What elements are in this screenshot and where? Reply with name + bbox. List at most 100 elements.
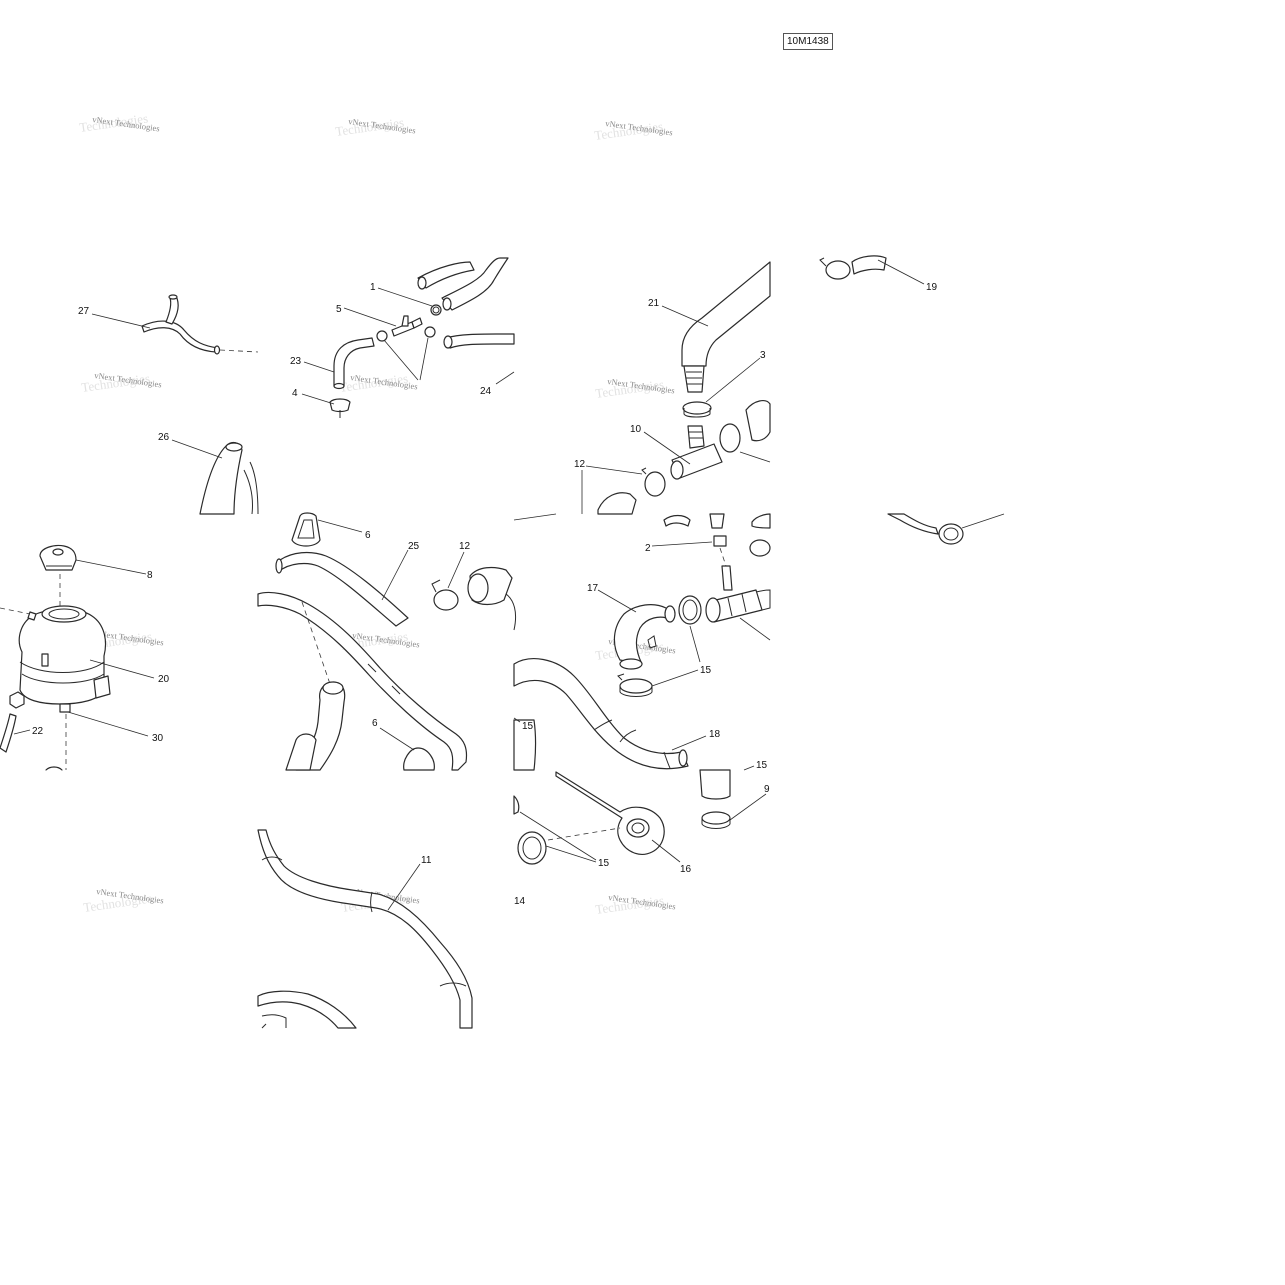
assembly-line — [719, 547, 727, 567]
hose-18 — [513, 658, 689, 770]
clamp-15-upper — [678, 595, 702, 625]
callout-9: 9 — [764, 784, 770, 795]
callout-leader — [661, 305, 709, 327]
hose-12-end — [597, 492, 637, 515]
callout-leader — [301, 393, 335, 405]
callout-20: 20 — [158, 674, 170, 685]
hose-16 — [555, 771, 665, 855]
clamp-5 — [376, 326, 436, 342]
clamp-3 — [682, 401, 712, 418]
callout-leader — [519, 811, 597, 863]
tee-fitting-5 — [391, 315, 423, 337]
callout-leader — [343, 307, 397, 327]
callout-leader — [89, 659, 155, 679]
callout-25: 25 — [408, 541, 420, 552]
fitting-2 — [713, 535, 727, 547]
callout-leader — [651, 541, 713, 547]
hose-bottom-center — [257, 990, 357, 1029]
callout-15-left: 15 — [522, 721, 534, 732]
callout-leader — [671, 735, 707, 751]
coolant-reservoir-20 — [18, 605, 111, 713]
callout-8: 8 — [147, 570, 153, 581]
diagram-reference-code: 10M1438 — [783, 33, 833, 50]
callout-12-mid: 12 — [459, 541, 471, 552]
callout-30: 30 — [152, 733, 164, 744]
assembly-line — [0, 607, 31, 615]
clamp-12-mid — [431, 566, 517, 631]
callout-15-mid: 15 — [700, 665, 712, 676]
callout-16: 16 — [680, 864, 692, 875]
assembly-line — [547, 827, 621, 841]
clamp-15-bottom — [513, 795, 547, 865]
callout-12-upper: 12 — [574, 459, 586, 470]
hose-joint-right — [719, 400, 771, 463]
callout-leader — [317, 519, 363, 533]
assembly-line — [301, 601, 331, 685]
callout-leader — [383, 337, 429, 381]
seal-6-lower — [403, 747, 435, 771]
callout-18: 18 — [709, 729, 721, 740]
callout-26: 26 — [158, 432, 170, 443]
assembly-line — [219, 349, 259, 353]
callout-14: 14 — [514, 896, 526, 907]
tee-right — [705, 565, 771, 623]
callout-leader — [379, 727, 415, 751]
callout-leader — [381, 549, 409, 601]
callout-leader — [689, 625, 701, 663]
tee-10 — [670, 425, 723, 480]
hose-22 — [0, 713, 17, 753]
seal-6-upper — [291, 512, 321, 547]
callout-leader — [75, 559, 147, 575]
callout-leader — [597, 589, 637, 613]
clamp-1 — [430, 304, 442, 316]
callout-leader — [447, 551, 465, 589]
callout-leader — [651, 669, 699, 687]
callout-4: 4 — [292, 388, 298, 399]
callout-leader — [643, 431, 691, 465]
callout-leader — [513, 513, 557, 521]
elbow-17 — [613, 604, 676, 670]
hose-23 — [333, 337, 375, 390]
callout-6-lower: 6 — [372, 718, 378, 729]
callout-27: 27 — [78, 306, 90, 317]
hose-lower-center — [285, 681, 346, 771]
callout-leader — [171, 439, 223, 459]
callout-leader — [877, 259, 925, 285]
hose-21 — [681, 261, 771, 393]
callout-leader — [67, 711, 149, 737]
clamp-15-lower — [617, 673, 653, 697]
hose-upper-pair — [417, 257, 509, 311]
callout-leader — [585, 465, 643, 475]
callout-23: 23 — [290, 356, 302, 367]
reservoir-cap-8 — [39, 544, 77, 571]
clip-4 — [329, 398, 351, 418]
callout-17: 17 — [587, 583, 599, 594]
callout-11: 11 — [421, 855, 432, 866]
fittings-top — [663, 513, 771, 557]
callout-leader — [303, 361, 335, 373]
callout-15-bottom: 15 — [598, 858, 610, 869]
callout-leader — [729, 793, 767, 821]
callout-6-upper: 6 — [365, 530, 371, 541]
hose-11 — [257, 829, 473, 1029]
callout-5: 5 — [336, 304, 342, 315]
hose-stub-right — [699, 769, 731, 829]
callout-3: 3 — [760, 350, 766, 361]
callout-15-right: 15 — [756, 760, 768, 771]
long-hose-center — [257, 591, 468, 771]
callout-leader — [651, 839, 681, 863]
callout-19: 19 — [926, 282, 938, 293]
clamp-19 — [819, 255, 887, 280]
callout-1: 1 — [370, 282, 376, 293]
callout-22: 22 — [32, 726, 44, 737]
callout-2: 2 — [645, 543, 651, 554]
callout-leader — [961, 513, 1005, 529]
callout-leader — [739, 617, 771, 641]
callout-leader — [377, 287, 433, 307]
cap-small — [9, 691, 25, 709]
hose-25 — [275, 551, 409, 627]
clamp-far-right — [887, 513, 964, 545]
callout-leader — [13, 729, 31, 735]
callout-leader — [743, 765, 755, 771]
